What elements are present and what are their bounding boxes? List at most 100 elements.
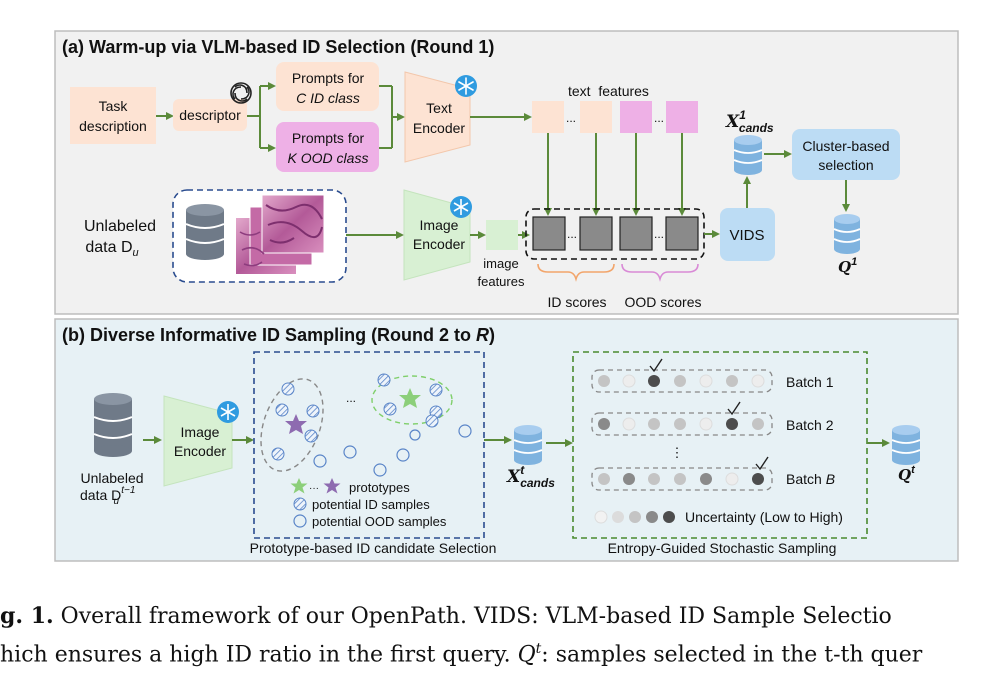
panel-a-title: (a) Warm-up via VLM-based ID Selection (… — [62, 37, 494, 57]
image-features-label-2: features — [478, 274, 525, 289]
prompt-id-label-1: Prompts for — [292, 70, 365, 86]
database-icon — [93, 393, 133, 457]
snowflake-icon — [450, 196, 472, 218]
database-icon — [733, 135, 763, 175]
score-cell-3 — [619, 216, 653, 251]
prompt-id-label-2: C ID class — [296, 90, 360, 106]
prompt-ood-label-1: Prompts for — [292, 130, 365, 146]
pathology-images — [236, 194, 325, 274]
text-feature-ood-2 — [666, 101, 698, 133]
caption-line-2-post: : samples selected in the t-th quer — [541, 642, 923, 668]
prototype-star-purple — [285, 414, 307, 434]
caption-line-1: g. 1. Overall framework of our OpenPath.… — [0, 600, 983, 633]
database-icon — [185, 204, 225, 260]
text-features-label: text features — [568, 83, 649, 99]
text-feature-ood-1 — [620, 101, 652, 133]
batch-b-label: Batch B — [786, 471, 835, 487]
image-encoder-a-label-1: Image — [420, 217, 459, 233]
prototype-selection-frame — [253, 351, 485, 539]
cluster-ellipse-1 — [260, 378, 324, 472]
prompt-ood-box — [276, 122, 379, 172]
framework-diagram: (a) Warm-up via VLM-based ID Selection (… — [54, 30, 959, 562]
unlabeled-label-1: Unlabeled — [84, 218, 156, 235]
qt-label: Qt — [898, 464, 916, 484]
batch-2-dots — [598, 417, 764, 431]
cluster-ellipse-2 — [371, 375, 453, 425]
cluster-selection-box — [792, 129, 900, 180]
panel-b-title: (b) Diverse Informative ID Sampling (Rou… — [62, 325, 495, 345]
task-description-label: Task — [99, 98, 129, 114]
prompt-id-box — [276, 62, 379, 111]
legend-ood-dot — [293, 514, 307, 528]
batch-1-row — [591, 369, 773, 393]
legend-ood-label: potential OOD samples — [312, 514, 447, 529]
panel-b: (b) Diverse Informative ID Sampling (Rou… — [54, 318, 959, 562]
legend-star-green — [290, 478, 308, 494]
legend-id-dot — [293, 497, 307, 511]
caption-q-sup: t — [535, 641, 542, 657]
score-cell-1 — [532, 216, 566, 251]
text-encoder-label-2: Encoder — [413, 120, 465, 136]
unlabeled-b-label-1: Unlabeled — [80, 470, 143, 486]
cluster-dots: ... — [346, 391, 356, 405]
text-encoder-block — [404, 71, 471, 163]
caption-line-2: hich ensures a high ID ratio in the firs… — [0, 633, 983, 671]
image-feature-box — [486, 220, 518, 250]
id-scores-label: ID scores — [547, 294, 606, 310]
legend-id-label: potential ID samples — [312, 497, 430, 512]
score-dots-2: ... — [654, 227, 664, 241]
uncertainty-label: Uncertainty (Low to High) — [685, 509, 843, 525]
text-feature-dots-2: ... — [654, 111, 664, 125]
text-feature-id-1 — [532, 101, 564, 133]
caption-line-2-pre: hich ensures a high ID ratio in the firs… — [0, 642, 518, 668]
batch-2-label: Batch 2 — [786, 417, 834, 433]
text-encoder-label-1: Text — [426, 100, 452, 116]
id-sample-dots — [271, 373, 443, 461]
batch-1-label: Batch 1 — [786, 374, 834, 390]
caption-line-1-text: Overall framework of our OpenPath. VIDS:… — [53, 604, 892, 629]
text-feature-id-2 — [580, 101, 612, 133]
image-features-label-1: image — [483, 256, 518, 271]
uncertainty-scale — [594, 510, 675, 524]
panel-a: (a) Warm-up via VLM-based ID Selection (… — [54, 30, 959, 315]
prompt-ood-label-2: K OOD class — [288, 150, 369, 166]
check-icon — [649, 358, 663, 373]
score-cell-2 — [579, 216, 613, 251]
check-icon — [755, 456, 769, 471]
database-icon — [891, 425, 921, 465]
caption-q: Q — [517, 642, 536, 668]
text-feature-dots-1: ... — [566, 111, 576, 125]
image-encoder-block-b — [163, 395, 233, 487]
task-description-box — [70, 87, 156, 144]
openai-logo-icon — [230, 82, 252, 104]
check-icon — [727, 401, 741, 416]
snowflake-icon — [217, 401, 239, 423]
score-cell-4 — [665, 216, 699, 251]
image-encoder-a-label-2: Encoder — [413, 236, 465, 252]
entropy-caption: Entropy-Guided Stochastic Sampling — [608, 540, 837, 556]
prototype-caption: Prototype-based ID candidate Selection — [250, 540, 497, 556]
descriptor-box — [173, 99, 247, 131]
cluster-label-1: Cluster-based — [802, 138, 889, 154]
batch-b-dots — [598, 472, 764, 486]
ood-scores-brace — [621, 263, 699, 282]
q1-label: Q1 — [838, 256, 857, 276]
prototype-star-green — [399, 388, 421, 408]
database-icon — [513, 425, 543, 465]
legend-star-dots: ··· — [309, 483, 319, 494]
id-scores-brace — [537, 263, 615, 282]
vids-box — [720, 208, 775, 261]
legend-prototypes-label: prototypes — [349, 480, 410, 495]
caption-fig-label: g. 1. — [0, 603, 54, 629]
cluster-label-2: selection — [818, 157, 873, 173]
batch-1-dots — [598, 374, 765, 388]
legend-star-purple — [323, 478, 341, 494]
descriptor-label: descriptor — [179, 107, 241, 123]
figure-caption: g. 1. Overall framework of our OpenPath.… — [0, 600, 983, 671]
snowflake-icon — [455, 75, 477, 97]
batch-vertical-dots: ⋮ — [671, 445, 684, 460]
image-encoder-b-label-2: Encoder — [174, 443, 226, 459]
